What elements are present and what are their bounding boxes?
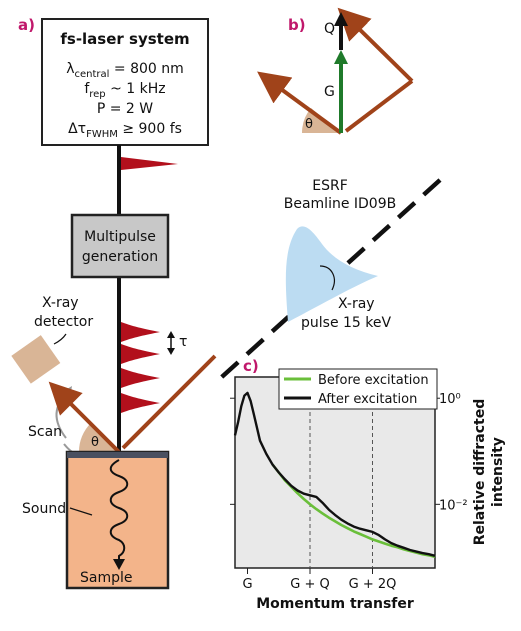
laser-title: fs-laser system	[60, 30, 189, 48]
laser-system-box: fs-laser system λcentral = 800 nm frep ~…	[41, 18, 209, 146]
x-tick-label: G	[242, 577, 252, 592]
sound-leader-line	[69, 507, 93, 516]
detector-label-1: X-ray	[42, 295, 79, 311]
intensity-chart: G G + Q G + 2Q 10⁰ 10⁻² Before excitation Af…	[230, 368, 506, 612]
xray-pulse-shape	[285, 226, 378, 322]
kin-vector-b2	[337, 7, 414, 83]
xray-pulse-label-1: X-ray	[338, 296, 375, 312]
laser-power: P = 2 W	[97, 101, 153, 117]
esrf-label: ESRF	[312, 178, 348, 194]
g-vector-arrowhead	[334, 50, 348, 64]
y-tick-label: 10⁰	[439, 392, 461, 407]
y-axis-label: Relative diffracted intensity	[472, 399, 506, 546]
laser-pulse-width: ΔτFWHM ≥ 900 fs	[68, 121, 182, 140]
legend-label-after: After excitation	[318, 392, 417, 407]
x-axis-label: Momentum transfer	[256, 596, 414, 612]
legend: Before excitation After excitation	[278, 368, 438, 410]
tau-label: τ	[179, 334, 187, 350]
tau-spacing-arrow	[167, 331, 175, 355]
x-tick-label: G + Q	[290, 577, 329, 592]
xray-pulse-leader	[319, 265, 335, 291]
xray-detector-icon	[11, 335, 61, 384]
multipulse-box: Multipulse generation	[70, 213, 170, 279]
scattering-vector-diagram	[257, 7, 414, 135]
diffracted-beam-arrow	[48, 381, 121, 454]
single-pulse-icon	[121, 157, 178, 170]
laser-wavelength: λcentral = 800 nm	[66, 61, 184, 80]
multipulse-label-1: Multipulse	[84, 229, 156, 245]
detector-leader-line	[53, 333, 67, 345]
theta-label-a: θ	[91, 435, 99, 450]
panel-c-tag: c)	[243, 357, 259, 375]
sample-block	[65, 450, 170, 590]
x-tick-label: G + 2Q	[349, 577, 397, 592]
y-tick-label: 10⁻²	[439, 498, 468, 513]
legend-label-before: Before excitation	[318, 373, 429, 388]
sample-label: Sample	[80, 570, 133, 586]
panel-a-tag: a)	[18, 16, 35, 34]
theta-label-b: θ	[305, 117, 313, 132]
q-vector-arrowhead	[334, 12, 348, 26]
multipulse-label-2: generation	[82, 249, 158, 265]
incident-xray-beam	[121, 354, 217, 450]
q-label: Q	[324, 21, 335, 37]
detector-label-2: detector	[34, 314, 93, 330]
kin-vector-b1	[344, 79, 414, 133]
panel-b-tag: b)	[288, 16, 306, 34]
sound-label: Sound	[22, 501, 66, 517]
scan-label: Scan	[28, 424, 62, 440]
kout-vector-arrow	[257, 71, 343, 135]
y-axis-label-1: Relative diffracted	[472, 399, 488, 546]
sound-wave-icon	[109, 459, 129, 570]
y-axis-label-2: intensity	[490, 437, 506, 507]
beamline-label: Beamline ID09B	[284, 196, 396, 212]
xray-pulse-label-2: pulse 15 keV	[301, 315, 391, 331]
pulse-train-icon	[121, 322, 160, 413]
g-label: G	[324, 84, 335, 100]
laser-rep-rate: frep ~ 1 kHz	[84, 81, 165, 100]
series-after-line	[233, 391, 436, 557]
